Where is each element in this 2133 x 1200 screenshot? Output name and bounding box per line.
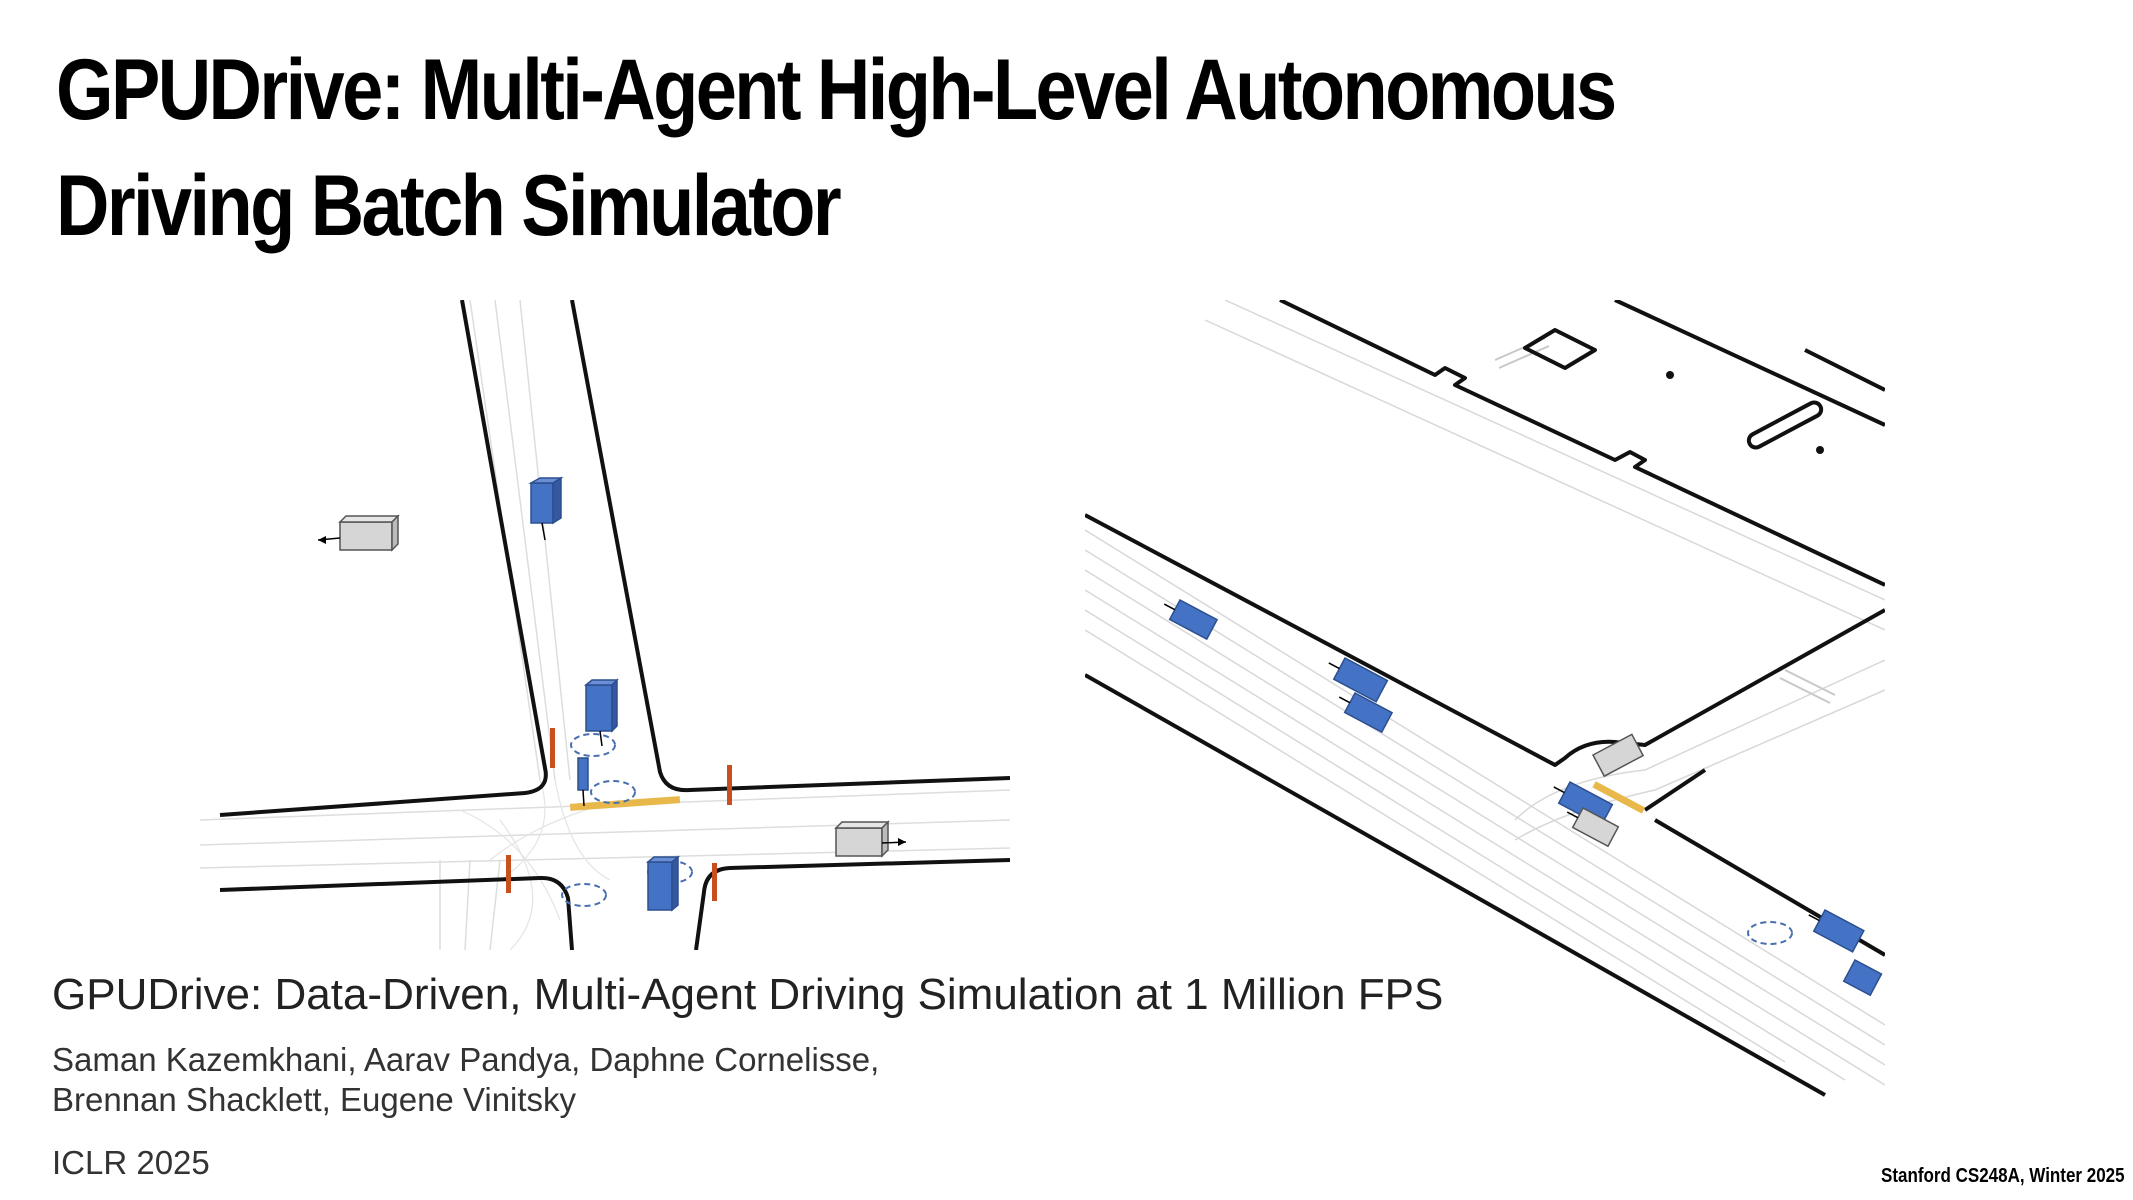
crosswalks — [1494, 337, 1836, 704]
static-vehicles — [317, 514, 907, 858]
waypoint-dots — [1666, 371, 1824, 454]
road-edge-markers — [506, 728, 732, 901]
agent-vehicle — [1163, 598, 1219, 641]
static-vehicle — [317, 514, 400, 552]
stop-bar — [569, 796, 681, 811]
paper-title: GPUDrive: Data-Driven, Multi-Agent Drivi… — [52, 970, 1444, 1019]
paper-venue: ICLR 2025 — [52, 1144, 210, 1181]
agent-vehicle — [583, 678, 619, 747]
paper-authors: Saman Kazemkhani, Aarav Pandya, Daphne C… — [52, 1040, 879, 1120]
static-vehicles — [1566, 733, 1645, 848]
agent-vehicles — [528, 476, 681, 912]
lane-lines — [200, 300, 1010, 950]
authors-line: Saman Kazemkhani, Aarav Pandya, Daphne C… — [52, 1041, 880, 1078]
agent-vehicle — [1842, 958, 1883, 997]
intersection-scene-figure — [200, 300, 1010, 950]
agent-vehicle — [645, 855, 681, 912]
static-vehicle — [834, 820, 907, 858]
lane-lines — [1085, 300, 1885, 1086]
road-edges — [219, 300, 1010, 950]
agent-vehicle — [1808, 908, 1865, 953]
agent-vehicle — [577, 757, 589, 807]
slide-title: GPUDrive: Multi-Agent High-Level Autonom… — [56, 42, 1617, 254]
authors-line: Brennan Shacklett, Eugene Vinitsky — [52, 1081, 577, 1118]
agent-vehicle — [1338, 691, 1394, 734]
agent-vehicles — [1163, 598, 1883, 997]
parking-slot — [1746, 400, 1824, 450]
stop-bar — [1592, 781, 1646, 814]
road-edges — [1085, 300, 1885, 1097]
goal-markers — [1747, 921, 1793, 945]
agent-vehicle — [1328, 656, 1389, 703]
course-footer: Stanford CS248A, Winter 2025 — [1881, 1165, 2125, 1187]
static-vehicle — [1566, 806, 1620, 848]
highway-scene-figure — [1085, 300, 1885, 1097]
agent-vehicle — [528, 476, 564, 541]
static-vehicle — [1591, 733, 1645, 778]
